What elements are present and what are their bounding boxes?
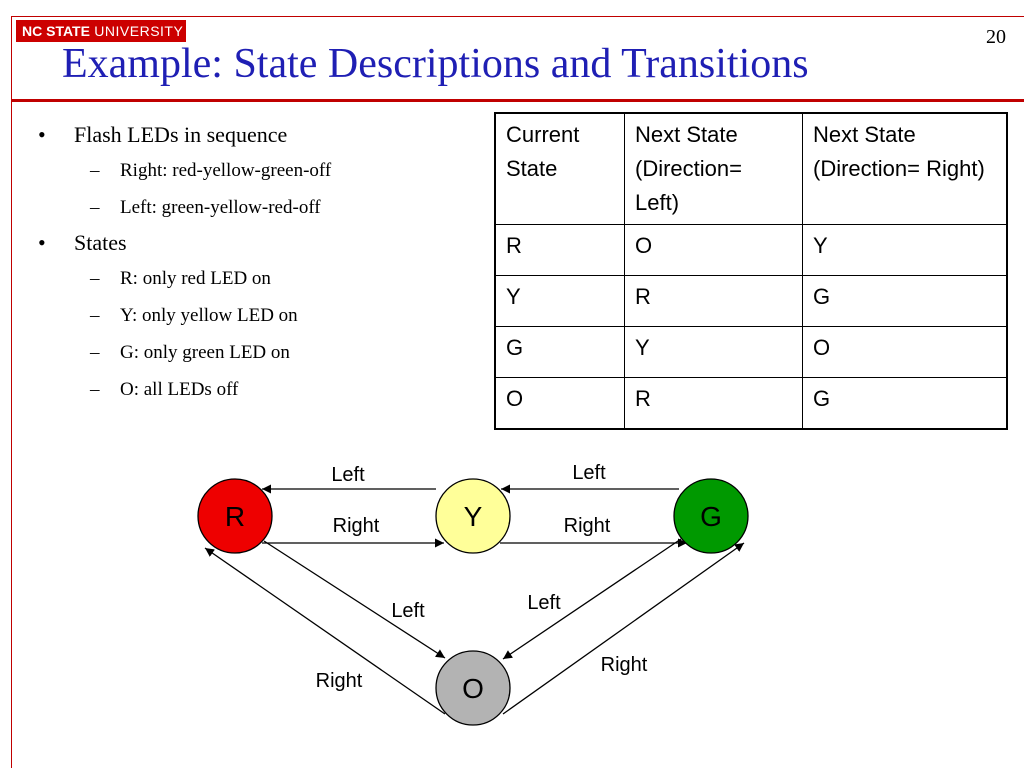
edge-r-to-o bbox=[263, 540, 446, 659]
dash-mark: – bbox=[90, 379, 100, 400]
bullet-item: • Flash LEDs in sequence bbox=[38, 118, 478, 152]
dash-mark: – bbox=[90, 160, 100, 181]
cell-next-left: Y bbox=[624, 326, 803, 378]
dash-mark: – bbox=[90, 342, 100, 363]
logo-thin-text: UNIVERSITY bbox=[89, 23, 184, 39]
title-underline bbox=[11, 99, 1024, 102]
edge-label-o-to-r: Right bbox=[316, 670, 363, 692]
cell-current: G bbox=[494, 326, 625, 378]
state-label-o: O bbox=[462, 673, 484, 704]
edge-label-g-to-o: Left bbox=[527, 592, 561, 614]
state-label-r: R bbox=[225, 501, 245, 532]
state-node-y: Y bbox=[435, 478, 511, 554]
sub-bullet-text: O: all LEDs off bbox=[120, 379, 239, 400]
edge-label-r-to-y: Right bbox=[333, 515, 380, 537]
sub-bullet-item: –O: all LEDs off bbox=[38, 371, 478, 408]
col-header-next-left: Next State (Direction= Left) bbox=[624, 112, 803, 225]
bullet-mark: • bbox=[38, 122, 46, 147]
sub-bullet-text: G: only green LED on bbox=[120, 342, 290, 363]
sub-bullet-item: –G: only green LED on bbox=[38, 334, 478, 371]
sub-bullet-text: R: only red LED on bbox=[120, 268, 271, 289]
cell-next-right: G bbox=[802, 275, 1008, 327]
cell-next-right: O bbox=[802, 326, 1008, 378]
edge-label-o-to-g: Right bbox=[601, 654, 648, 676]
page-number: 20 bbox=[986, 26, 1006, 48]
cell-current: R bbox=[494, 224, 625, 276]
state-transition-table: Current State Next State (Direction= Lef… bbox=[494, 112, 1008, 430]
top-rule bbox=[11, 16, 1024, 17]
state-label-g: G bbox=[700, 501, 722, 532]
logo-bold-text: NC STATE bbox=[22, 23, 90, 39]
slide-title: Example: State Descriptions and Transiti… bbox=[62, 41, 809, 87]
state-node-g: G bbox=[673, 478, 749, 554]
table-row: G Y O bbox=[494, 326, 1008, 378]
sub-bullet-item: –Left: green-yellow-red-off bbox=[38, 189, 478, 226]
edge-g-to-o bbox=[502, 538, 682, 660]
edge-label-g-to-y: Left bbox=[572, 462, 606, 484]
edge-label-r-to-o: Left bbox=[391, 600, 425, 622]
col-header-next-right: Next State (Direction= Right) bbox=[802, 112, 1008, 225]
col-header-current-state: Current State bbox=[494, 112, 625, 225]
sub-bullet-text: Left: green-yellow-red-off bbox=[120, 197, 321, 218]
bullet-text: Flash LEDs in sequence bbox=[74, 122, 288, 147]
left-frame-rule bbox=[11, 16, 12, 768]
cell-next-left: O bbox=[624, 224, 803, 276]
table-row: O R G bbox=[494, 377, 1008, 430]
dash-mark: – bbox=[90, 268, 100, 289]
state-label-y: Y bbox=[464, 501, 483, 532]
table-header-row: Current State Next State (Direction= Lef… bbox=[494, 112, 1008, 225]
bullet-text: States bbox=[74, 230, 127, 255]
university-logo: NC STATE UNIVERSITY bbox=[16, 20, 186, 42]
edge-label-y-to-r: Left bbox=[331, 464, 365, 486]
edge-label-y-to-g: Right bbox=[564, 515, 611, 537]
cell-next-right: Y bbox=[802, 224, 1008, 276]
sub-bullet-item: –Y: only yellow LED on bbox=[38, 297, 478, 334]
bullet-item: • States bbox=[38, 226, 478, 260]
dash-mark: – bbox=[90, 305, 100, 326]
bullet-mark: • bbox=[38, 230, 46, 255]
cell-next-left: R bbox=[624, 377, 803, 430]
sub-bullet-item: –R: only red LED on bbox=[38, 260, 478, 297]
state-node-r: R bbox=[197, 478, 273, 554]
edge-o-to-g bbox=[502, 542, 745, 715]
sub-bullet-text: Right: red-yellow-green-off bbox=[120, 160, 332, 181]
dash-mark: – bbox=[90, 197, 100, 218]
sub-bullet-text: Y: only yellow LED on bbox=[120, 305, 298, 326]
cell-next-left: R bbox=[624, 275, 803, 327]
table-row: R O Y bbox=[494, 224, 1008, 276]
bullet-list: •Flash LEDs in sequence –Right: red-yell… bbox=[38, 118, 478, 408]
edge-o-to-r bbox=[204, 547, 446, 715]
sub-bullet-item: –Right: red-yellow-green-off bbox=[38, 152, 478, 189]
cell-next-right: G bbox=[802, 377, 1008, 430]
state-node-o: O bbox=[435, 650, 511, 726]
